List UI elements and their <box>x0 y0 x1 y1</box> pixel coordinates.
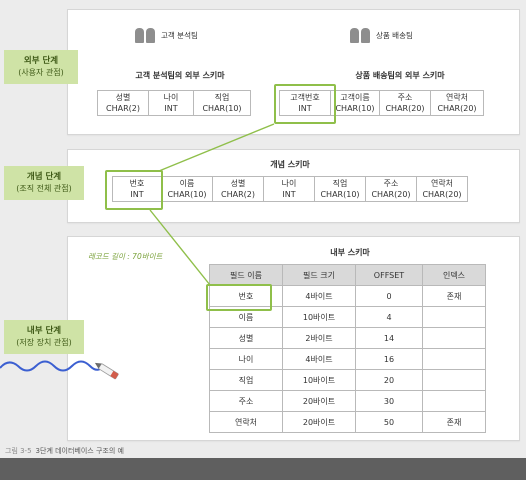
field-type: CHAR(2) <box>106 104 140 113</box>
header-cell: 인덱스 <box>422 264 486 286</box>
field-type: CHAR(10) <box>202 104 242 113</box>
field-type: CHAR(10) <box>320 190 360 199</box>
record-length-note: 레코드 길이 : 70바이트 <box>88 252 163 261</box>
table-row: 직업 10바이트 20 <box>209 369 486 391</box>
people-icon <box>135 28 155 43</box>
table-row: 번호 INT 이름 CHAR(10) 성별 CHAR(2) 나이 INT 직업 CHAR(… <box>112 176 468 202</box>
table-row: 연락처 20바이트 50 존재 <box>209 411 486 433</box>
field-cell: 번호 INT <box>112 176 162 202</box>
field-type: INT <box>298 104 312 113</box>
field-name: 고객번호 <box>290 93 320 102</box>
table-header-row: 필드 이름 필드 크기 OFFSET 인덱스 <box>209 264 486 286</box>
internal-schema-table: 필드 이름 필드 크기 OFFSET 인덱스 번호 4바이트 0 존재 이름 1… <box>209 264 486 433</box>
field-type: INT <box>164 104 178 113</box>
pen-icon <box>94 362 119 380</box>
field-name: 고객이름 <box>340 93 370 102</box>
field-cell: 나이 INT <box>148 90 194 116</box>
table-row: 고객번호 INT 고객이름 CHAR(10) 주소 CHAR(20) 연락처 CHAR(… <box>279 90 484 116</box>
highlight-box-internal-no <box>206 284 272 311</box>
schema2-title: 상품 배송팀의 외부 스키마 <box>355 71 445 80</box>
schema1-title: 고객 분석팀의 외부 스키마 <box>135 71 225 80</box>
wave-line <box>0 360 105 372</box>
field-cell: 주소 CHAR(20) <box>365 176 417 202</box>
field-type: CHAR(20) <box>385 104 425 113</box>
field-name: 이름 <box>179 179 195 188</box>
external-schema2-table: 고객번호 INT 고객이름 CHAR(10) 주소 CHAR(20) 연락처 CHAR(… <box>279 90 484 116</box>
table-row: 성별 2바이트 14 <box>209 327 486 349</box>
conceptual-schema-table: 번호 INT 이름 CHAR(10) 성별 CHAR(2) 나이 INT 직업 CHAR(… <box>112 176 468 202</box>
group2-name: 상품 배송팀 <box>376 31 413 40</box>
field-type: CHAR(10) <box>167 190 207 199</box>
highlight-box-conceptual-no <box>105 170 163 210</box>
field-cell: 성별 CHAR(2) <box>212 176 264 202</box>
field-name: 주소 <box>397 93 413 102</box>
field-name: 직업 <box>332 179 348 188</box>
figure-number: 그림 3-5 <box>5 447 32 455</box>
field-type: INT <box>130 190 144 199</box>
connector-line-conceptual-to-internal <box>149 209 211 286</box>
conceptual-level-subtitle: (조직 전체 관점) <box>16 184 72 193</box>
internal-level-title: 내부 단계 <box>26 326 62 336</box>
field-type: CHAR(20) <box>437 104 477 113</box>
field-type: INT <box>282 190 296 199</box>
external-level-title: 외부 단계 <box>23 56 59 66</box>
field-name: 연락처 <box>445 93 469 102</box>
field-cell: 직업 CHAR(10) <box>193 90 251 116</box>
cell: 존재 <box>422 411 486 433</box>
field-cell: 나이 INT <box>263 176 315 202</box>
header-cell: OFFSET <box>355 264 423 286</box>
table-row: 성별 CHAR(2) 나이 INT 직업 CHAR(10) <box>97 90 251 116</box>
field-name: 연락처 <box>430 179 454 188</box>
group-product-delivery: 상품 배송팀 <box>350 28 413 43</box>
field-name: 직업 <box>214 93 230 102</box>
field-cell: 이름 CHAR(10) <box>161 176 213 202</box>
field-cell: 연락처 CHAR(20) <box>430 90 484 116</box>
field-type: CHAR(10) <box>335 104 375 113</box>
field-cell: 직업 CHAR(10) <box>314 176 366 202</box>
field-name: 주소 <box>383 179 399 188</box>
field-name: 성별 <box>230 179 246 188</box>
header-cell: 필드 크기 <box>282 264 356 286</box>
conceptual-level-tag: 개념 단계 (조직 전체 관점) <box>4 166 84 200</box>
field-type: CHAR(20) <box>371 190 411 199</box>
internal-level-tag: 내부 단계 (저장 장치 관점) <box>4 320 84 354</box>
table-row: 나이 4바이트 16 <box>209 348 486 370</box>
group1-name: 고객 분석팀 <box>161 31 198 40</box>
group-customer-analysis: 고객 분석팀 <box>135 28 198 43</box>
field-name: 나이 <box>281 179 297 188</box>
field-type: CHAR(20) <box>422 190 462 199</box>
conceptual-level-title: 개념 단계 <box>26 172 62 182</box>
table-row: 번호 4바이트 0 존재 <box>209 285 486 307</box>
people-icon <box>350 28 370 43</box>
field-type: CHAR(2) <box>221 190 255 199</box>
field-cell: 연락처 CHAR(20) <box>416 176 468 202</box>
external-level-subtitle: (사용자 관점) <box>18 68 64 77</box>
connector-line-external-to-conceptual <box>158 123 275 172</box>
field-cell: 주소 CHAR(20) <box>379 90 431 116</box>
internal-level-subtitle: (저장 장치 관점) <box>16 338 72 347</box>
conceptual-schema-title: 개념 스키마 <box>270 160 310 169</box>
footer-bar <box>0 458 526 480</box>
external-level-tag: 외부 단계 (사용자 관점) <box>4 50 78 84</box>
internal-schema-title: 내부 스키마 <box>330 248 370 257</box>
external-schema1-table: 성별 CHAR(2) 나이 INT 직업 CHAR(10) <box>97 90 251 116</box>
figure-caption-text: 3단계 데이터베이스 구조의 예 <box>35 447 124 455</box>
field-name: 성별 <box>115 93 131 102</box>
field-name: 번호 <box>129 179 145 188</box>
highlight-box-customer-no <box>274 84 336 124</box>
field-name: 나이 <box>163 93 179 102</box>
field-cell: 고객이름 CHAR(10) <box>330 90 380 116</box>
